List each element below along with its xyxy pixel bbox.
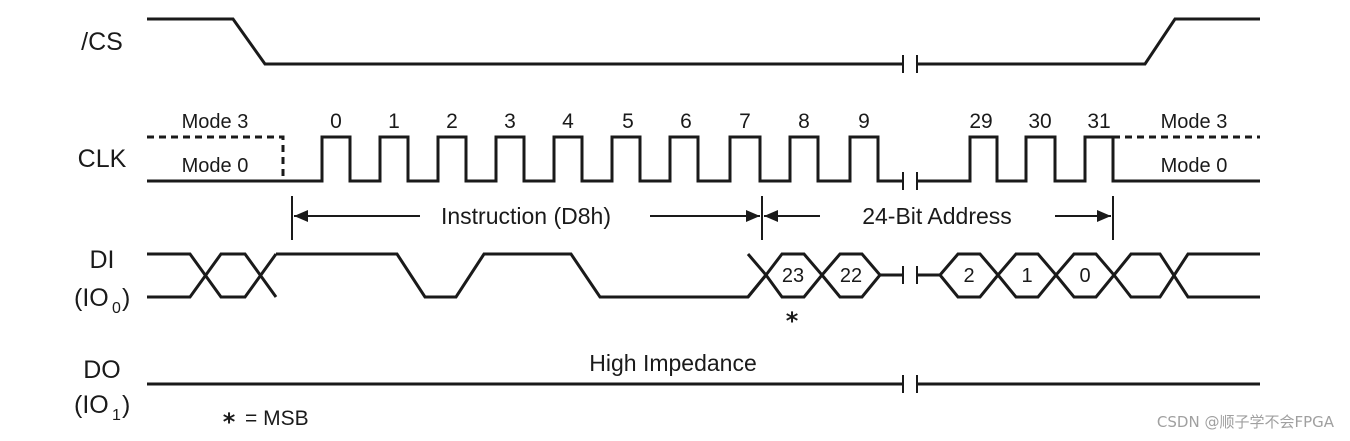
address-bit-23-label: 23	[782, 265, 804, 287]
clk-mode3-right-label: Mode 3	[1161, 111, 1228, 133]
di-pin-subscript: 0	[112, 300, 121, 317]
di-dont-care-end-lower	[1112, 252, 1260, 299]
instruction-arrow-right-head	[746, 210, 760, 222]
address-arrow-right-head	[1097, 210, 1111, 222]
csdn-watermark: CSDN @顺子学不会FPGA	[1157, 413, 1335, 431]
legend-text: = MSB	[245, 407, 309, 430]
msb-legend: * = MSB	[223, 407, 309, 436]
address-arrow-left-head	[764, 210, 778, 222]
clock-number-2: 2	[446, 110, 458, 133]
clock-number-5: 5	[622, 110, 634, 133]
address-bit-1-label: 1	[1021, 265, 1032, 287]
address-bit-0-label: 0	[1079, 265, 1090, 287]
cs-signal-label: /CS	[81, 28, 123, 56]
clock-number-7: 7	[739, 110, 751, 133]
do-break-symbol	[902, 375, 918, 393]
clock-number-0: 0	[330, 110, 342, 133]
do-pin-subscript: 1	[112, 407, 121, 424]
clock-cycle-numbers: 0 1 2 3 4 5 6 7 8 9 29 30 31	[330, 110, 1111, 133]
clock-number-29: 29	[969, 110, 992, 133]
time-break-markers	[902, 54, 918, 394]
clk-mode3-left-dashed	[147, 135, 285, 181]
clock-number-31: 31	[1087, 110, 1110, 133]
address-label: 24-Bit Address	[862, 203, 1012, 229]
msb-marker: *	[786, 307, 799, 335]
do-high-impedance-label: High Impedance	[589, 350, 757, 376]
clock-number-30: 30	[1028, 110, 1051, 133]
di-waveform	[147, 252, 1260, 299]
do-pin-close: )	[122, 391, 130, 419]
address-bit-22-label: 22	[840, 265, 862, 287]
di-instruction-line	[276, 252, 768, 299]
clock-number-9: 9	[858, 110, 870, 133]
cs-break-symbol	[902, 55, 918, 73]
address-bit-2-label: 2	[963, 265, 974, 287]
di-dont-care-start-lower	[147, 252, 278, 299]
do-signal-label: DO	[83, 356, 121, 384]
di-pin-prefix: (IO	[74, 284, 109, 312]
di-dont-care-end-upper	[1112, 252, 1260, 299]
clk-waveform	[147, 135, 1260, 183]
clk-mode0-left-label: Mode 0	[182, 155, 249, 177]
clock-number-6: 6	[680, 110, 692, 133]
phase-annotations: Instruction (D8h) 24-Bit Address	[291, 196, 1114, 240]
clock-number-1: 1	[388, 110, 400, 133]
clk-break-symbol	[902, 172, 918, 190]
clock-number-8: 8	[798, 110, 810, 133]
cs-waveform	[147, 17, 1260, 66]
instruction-label: Instruction (D8h)	[441, 203, 611, 229]
clk-mode0-right-label: Mode 0	[1161, 155, 1228, 177]
clk-mode3-left-label: Mode 3	[182, 111, 249, 133]
clk-break-gap	[904, 171, 916, 191]
do-pin-prefix: (IO	[74, 391, 109, 419]
di-dont-care-start-upper	[147, 252, 278, 299]
clk-signal-label: CLK	[78, 145, 127, 173]
do-pin-label: (IO 1 )	[74, 391, 130, 424]
clock-number-4: 4	[562, 110, 574, 133]
clock-number-3: 3	[504, 110, 516, 133]
di-pin-close: )	[122, 284, 130, 312]
cs-break-gap	[904, 54, 916, 74]
di-signal-label: DI	[90, 246, 115, 274]
di-break-symbol	[902, 266, 918, 284]
di-pin-label: (IO 0 )	[74, 284, 130, 317]
do-break-gap	[904, 374, 916, 394]
legend-star: *	[223, 408, 236, 436]
instruction-arrow-left-head	[294, 210, 308, 222]
